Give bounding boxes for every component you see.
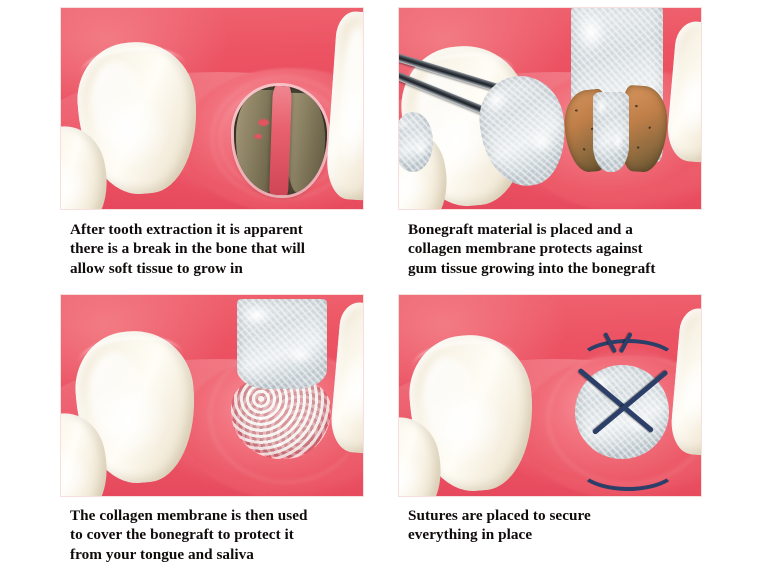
caption-line: gum tissue growing into the bonegraft — [408, 259, 656, 277]
blood-spot — [258, 119, 269, 126]
caption-line: to cover the bonegraft to protect it — [70, 526, 294, 544]
extraction-socket — [234, 86, 327, 195]
panel-membrane-covering-graft — [61, 295, 363, 496]
blood-spot — [254, 134, 262, 139]
caption-line: from your tongue and saliva — [70, 545, 254, 563]
caption-panel-4: Sutures are placed to secure everything … — [408, 506, 718, 545]
suture-arc-bottom — [577, 443, 679, 491]
collagen-membrane-sheet — [237, 299, 327, 389]
panel-sutures-placed — [399, 295, 701, 496]
caption-line: there is a break in the bone that will — [70, 240, 306, 258]
bone-break-ridge — [269, 86, 292, 195]
caption-panel-3: The collagen membrane is then used to co… — [70, 506, 380, 564]
caption-line: allow soft tissue to grow in — [70, 259, 243, 277]
collagen-membrane-edge — [399, 112, 433, 172]
caption-line: collagen membrane protects against — [408, 240, 643, 258]
caption-line: Bonegraft material is placed and a — [408, 221, 633, 238]
caption-panel-1: After tooth extraction it is apparent th… — [70, 220, 380, 278]
caption-line: everything in place — [408, 526, 533, 544]
panel-extraction-socket — [61, 8, 363, 209]
caption-line: The collagen membrane is then used — [70, 507, 308, 524]
caption-panel-2: Bonegraft material is placed and a colla… — [408, 220, 718, 278]
suture-arc-top — [577, 339, 679, 387]
caption-line: Sutures are placed to secure — [408, 507, 591, 524]
bonegraft-fill — [593, 92, 629, 172]
caption-line: After tooth extraction it is apparent — [70, 221, 303, 238]
tooth-highlight — [336, 26, 363, 169]
panel-bonegraft-placement — [399, 8, 701, 209]
socket-wall-right — [286, 92, 326, 193]
